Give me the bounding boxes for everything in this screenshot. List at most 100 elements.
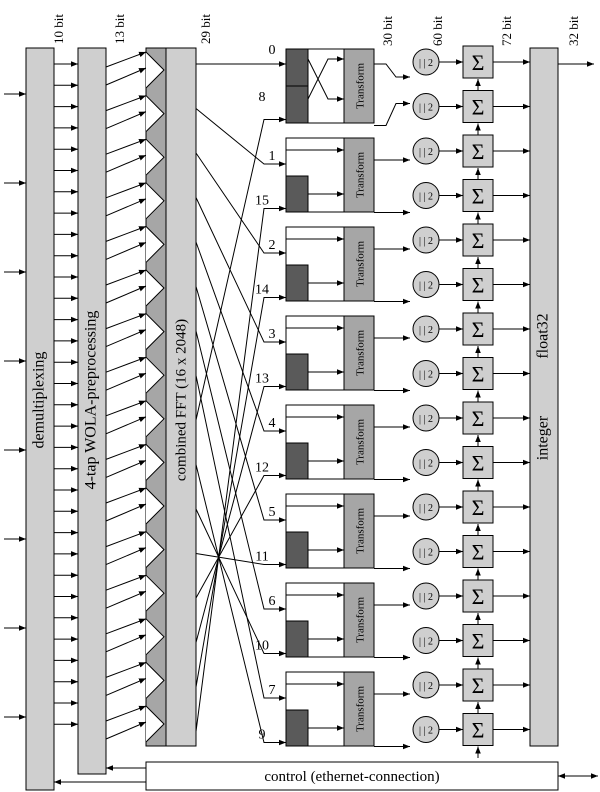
sum-label: Σ: [472, 406, 485, 431]
bit-width-label: 10 bit: [51, 14, 66, 44]
sum-label: Σ: [472, 673, 485, 698]
sum-block: [462, 401, 494, 435]
abs-square-label: | | 2: [419, 681, 433, 692]
wola-fft-wire: [105, 154, 147, 173]
wola-fft-wire: [105, 661, 147, 678]
abs-square-label: | | 2: [419, 58, 433, 69]
sum-label: Σ: [472, 228, 485, 253]
channel-number: 11: [255, 550, 268, 565]
sum-label: Σ: [472, 540, 485, 565]
sum-label: Σ: [472, 139, 485, 164]
buffer-block: [285, 48, 309, 87]
abs-square-label: | | 2: [419, 236, 433, 247]
transform-label: Transform: [355, 63, 367, 109]
abs-square-label: | | 2: [419, 459, 433, 470]
fft-channel-wire: [195, 197, 286, 345]
wola-fft-wire: [105, 634, 147, 653]
sum-block: [462, 624, 494, 657]
fft-teeth: [145, 48, 165, 746]
abs-square-circle: [412, 538, 440, 565]
transform-block: [343, 493, 375, 569]
bit-width-label: 29 bit: [198, 14, 213, 44]
sum-label: Σ: [472, 495, 485, 520]
abs-square-circle: [412, 627, 440, 654]
float32-label: float32: [535, 313, 552, 358]
cross-wire: [307, 56, 344, 100]
sum-block: [462, 223, 494, 257]
abs-square-circle: [412, 93, 440, 120]
channel-number: 3: [269, 327, 276, 342]
transform-label: Transform: [355, 241, 367, 287]
wola-fft-wire: [105, 356, 147, 373]
sum-label: Σ: [472, 584, 485, 609]
abs-square-label: | | 2: [419, 147, 433, 158]
wola-fft-wire: [105, 269, 147, 286]
wola-fft-wire: [105, 95, 147, 112]
abs-square-circle: [412, 360, 440, 387]
channel-number: 7: [269, 683, 276, 698]
wola-fft-wire: [105, 400, 147, 417]
transform-block: [343, 582, 375, 658]
wola-fft-wire: [105, 574, 147, 591]
transform-block: [343, 137, 375, 213]
abs-square-circle: [412, 671, 440, 699]
abs-square-circle: [412, 137, 440, 165]
integer-label: integer: [535, 415, 552, 460]
abs-square-label: | | 2: [419, 503, 433, 514]
sum-label: Σ: [472, 451, 485, 476]
wola-fft-wire: [105, 241, 147, 260]
abs-square-label: | | 2: [419, 637, 433, 648]
fft-channel-wire: [195, 152, 286, 256]
sum-label: Σ: [472, 718, 485, 743]
sum-block: [462, 490, 494, 524]
channel-number: 1: [269, 149, 276, 164]
abs-square-label: | | 2: [419, 192, 433, 203]
abs-square-label: | | 2: [419, 370, 433, 381]
abs-square-circle: [412, 449, 440, 476]
buffer-block: [285, 85, 309, 124]
wola-fft-wire: [105, 547, 147, 566]
fft-channel-wire: [195, 116, 286, 421]
sum-block: [462, 446, 494, 479]
buffer-block: [285, 264, 309, 302]
wola-fft-wire: [105, 443, 147, 460]
transform-abs-wire: [374, 100, 410, 126]
wola-fft-wire: [105, 618, 147, 635]
abs-square-circle: [412, 48, 440, 76]
sum-label: Σ: [472, 629, 485, 654]
wola-fft-wire: [105, 51, 147, 68]
wola-fft-wire: [105, 329, 147, 348]
fft-channel-wire: [195, 375, 286, 701]
wola-label: 4-tap WOLA-preprocessing: [83, 311, 100, 490]
transform-label: Transform: [355, 597, 367, 643]
abs-square-label: | | 2: [419, 281, 433, 292]
wola-fft-wire: [105, 677, 147, 696]
demultiplexing-block: [25, 47, 55, 791]
channel-number: 6: [269, 594, 276, 609]
wola-fft-wire: [105, 313, 147, 330]
wola-fft-wire: [105, 198, 147, 217]
wola-fft-wire: [105, 590, 147, 609]
channel-number: 2: [269, 238, 276, 253]
buffer-block: [285, 353, 309, 391]
transform-block: [343, 226, 375, 302]
transform-label: Transform: [355, 330, 367, 376]
transform-label: Transform: [355, 419, 367, 465]
fft-channel-wire: [195, 553, 286, 568]
transform-block: [343, 671, 375, 747]
buffer-block: [285, 709, 309, 747]
transform-label: Transform: [355, 152, 367, 198]
sum-label: Σ: [472, 362, 485, 387]
bit-width-label: 30 bit: [380, 16, 395, 46]
wola-fft-wire: [105, 416, 147, 435]
transform-label: Transform: [355, 686, 367, 732]
demultiplexing-label: demultiplexing: [31, 352, 48, 449]
bit-width-label: 32 bit: [566, 16, 581, 46]
wola-fft-wire: [105, 721, 147, 740]
fft-channel-wire: [195, 241, 286, 434]
buffer-block: [285, 620, 309, 658]
sum-label: Σ: [472, 50, 485, 75]
channel-number: 14: [255, 283, 269, 298]
sum-label: Σ: [472, 184, 485, 209]
